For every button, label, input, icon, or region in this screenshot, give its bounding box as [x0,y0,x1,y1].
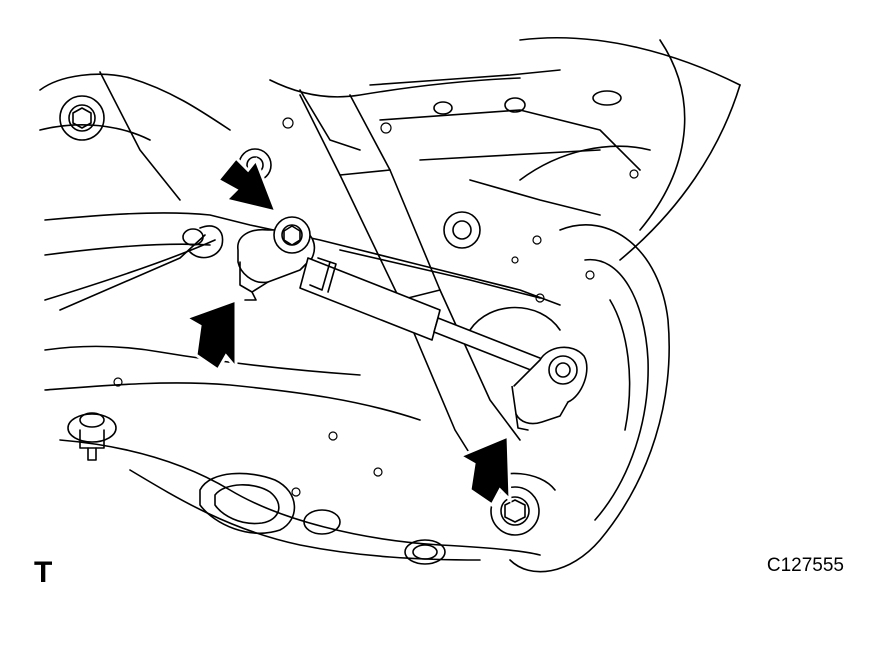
lower-left-bolt [67,412,117,461]
arrow-lower-bolt [456,433,512,508]
upper-control-arm [44,212,561,311]
axle-carrier [443,169,670,573]
upper-left-bolt-cluster [59,90,622,182]
arrow-upper-bolt [215,155,279,215]
body-structure [39,37,741,261]
callout-arrows [182,155,512,508]
orientation-mark: T [34,556,53,589]
lower-arm [44,345,541,565]
figure-code: C127555 [766,555,844,576]
shock-absorber [237,216,588,431]
arrow-upper-bracket [182,297,238,373]
